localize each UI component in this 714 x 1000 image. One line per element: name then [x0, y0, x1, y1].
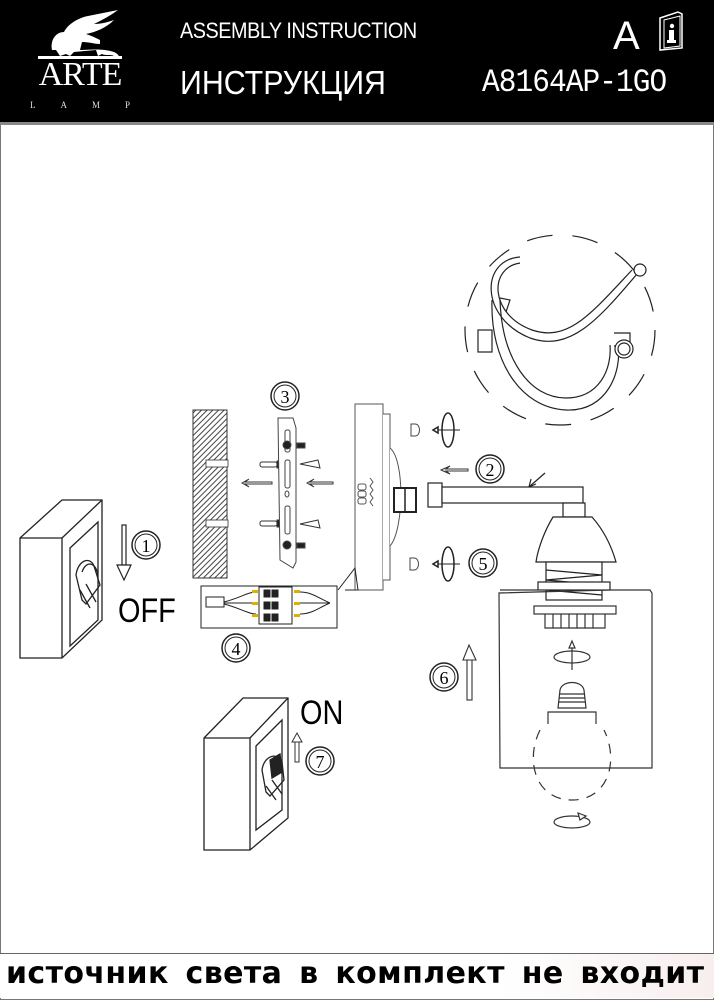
step-badge-2: 2	[475, 454, 505, 484]
lamp-canopy	[354, 403, 417, 591]
footer-bar: источник света в комплект не входит	[0, 954, 714, 998]
step-badge-3: 3	[270, 381, 300, 411]
brand-sub-letter: P	[124, 100, 130, 110]
step-number: 4	[232, 639, 241, 659]
step-badge-5: 5	[468, 548, 498, 578]
step-number: 2	[486, 460, 495, 480]
switch-on-icon	[203, 697, 289, 851]
arrow-left-icon	[240, 478, 334, 488]
step-number: 3	[281, 387, 290, 407]
wall-section	[192, 409, 229, 579]
title-russian: ИНСТРУКЦИЯ	[180, 64, 386, 101]
lamp-shade	[498, 589, 653, 769]
step-badge-4: 4	[221, 633, 251, 663]
step-number: 6	[440, 668, 449, 688]
bulb-icon	[532, 639, 612, 829]
griffin-logo-icon	[38, 10, 122, 59]
step-number: 5	[479, 554, 488, 574]
step-number: 7	[316, 752, 325, 772]
rotate-icon	[431, 412, 460, 582]
brand-sub-letter: M	[91, 100, 100, 110]
lamp-arm	[427, 472, 617, 601]
off-label: OFF	[118, 592, 176, 630]
wiring-terminal	[200, 566, 359, 629]
header-bar: ARTE L A M P ASSEMBLY INSTRUCTION ИНСТРУ…	[0, 0, 714, 125]
footer-divider	[0, 953, 714, 954]
brand-subtitle: L A M P	[30, 100, 130, 110]
step-number: 1	[142, 536, 151, 556]
arrow-up-icon	[291, 731, 303, 763]
model-number: A8164AP-1GO	[482, 64, 667, 101]
brand-name: ARTE	[38, 56, 123, 93]
brand-sub-letter: A	[60, 100, 67, 110]
step-badge-1: 1	[131, 530, 161, 560]
step-badge-6: 6	[429, 662, 459, 692]
arrow-up-icon	[462, 643, 477, 701]
assembly-diagram: 1 3	[19, 234, 656, 851]
language-letter: A	[613, 14, 640, 58]
light-source-note: источник света в комплект не входит	[6, 956, 705, 991]
on-label: ON	[300, 694, 344, 732]
arrow-down-icon	[116, 524, 132, 582]
title-english: ASSEMBLY INSTRUCTION	[180, 18, 417, 43]
brand-sub-letter: L	[30, 100, 36, 110]
cap-nut-icon	[409, 423, 420, 571]
step-badge-7: 7	[305, 746, 335, 776]
mounting-bracket	[277, 417, 306, 569]
detail-callout	[464, 234, 656, 426]
info-book-icon	[659, 11, 683, 51]
arrow-left-icon	[439, 465, 469, 475]
switch-off-icon	[19, 499, 103, 659]
